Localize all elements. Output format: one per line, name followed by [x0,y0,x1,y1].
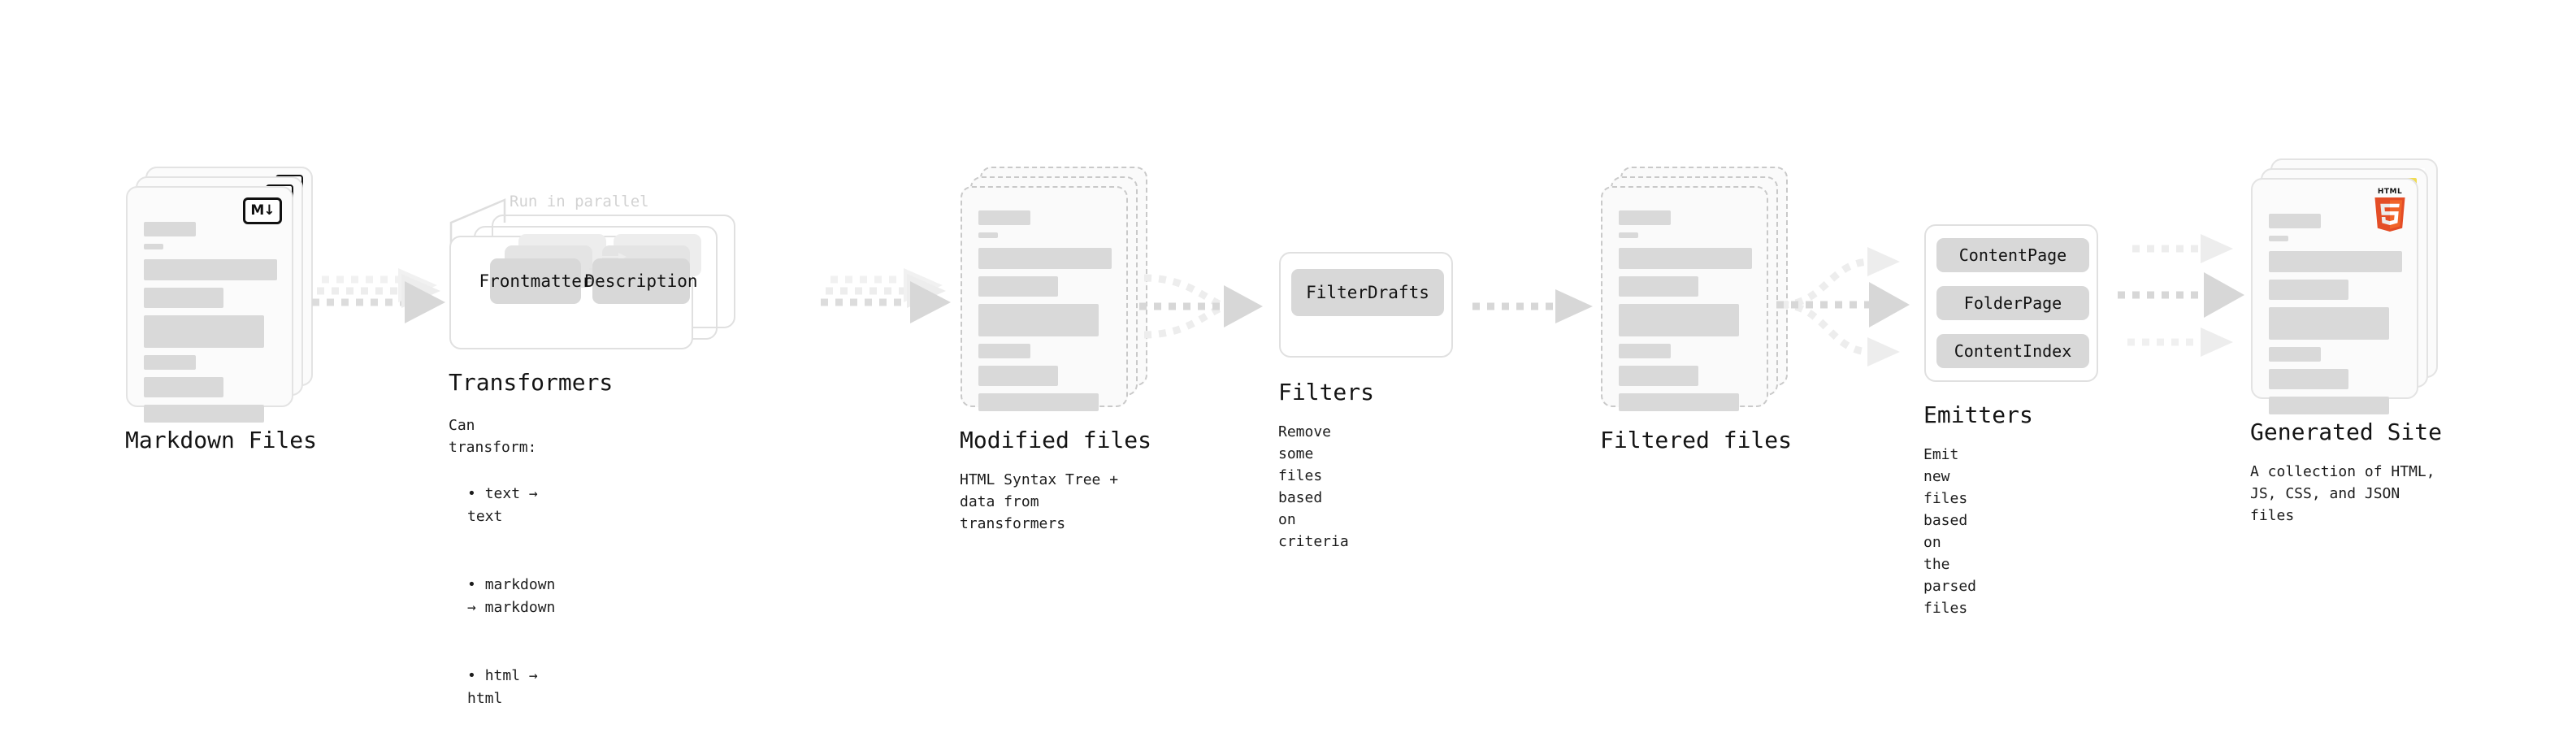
diagram-canvas: M↓ M↓ M↓ Markdown Files [125,158,2442,707]
transformer-chip-description[interactable]: Description [584,258,698,304]
stage-title-markdown-files: Markdown Files [125,427,318,453]
stage-title-emitters: Emitters [1923,401,2033,428]
content-bar [144,315,264,348]
content-bar [1619,304,1739,336]
modified-file-card-front [961,186,1128,411]
run-in-parallel-bracket [449,198,506,245]
content-bar [144,244,163,249]
content-bar [978,366,1058,386]
stage-modified-files: Modified files HTML Syntax Tree + data f… [960,167,1151,532]
content-bar [144,377,223,397]
stage-filtered-files: Filtered files [1600,167,1792,453]
content-bar [978,248,1112,269]
file-content-placeholder [1619,210,1754,419]
run-in-parallel-label: Run in parallel [510,193,649,210]
html5-wordmark: HTML [2377,188,2403,196]
transformer-bullet-item: • markdown → markdown [467,551,555,619]
stage-markdown-files: M↓ M↓ M↓ Markdown Files [125,167,317,453]
content-bar [1619,393,1739,411]
content-bar [2269,251,2402,272]
content-bar [978,344,1030,358]
content-bar [144,259,277,280]
content-bar [144,405,264,423]
stage-generated-site: CSS HTML [2250,158,2442,524]
content-bar [2269,347,2321,362]
content-bar [978,393,1099,411]
markdown-file-card-front: M↓ [126,186,293,423]
markdown-icon: M↓ [243,197,282,224]
content-bar [2269,307,2389,340]
stage-caption-emitters: Emit new files based on the parsed files [1923,446,1977,617]
content-bar [1619,232,1638,238]
transformer-bullet-item: • text → text [467,460,555,528]
generated-site-card-html: HTML [2251,178,2418,414]
connector-filters-to-filtered [1469,289,1599,338]
bullet-dot: • [467,667,485,684]
content-bar [1619,366,1698,386]
stage-title-modified-files: Modified files [960,427,1152,453]
file-content-placeholder [2269,214,2404,422]
html5-icon: HTML [2371,188,2409,233]
stage-title-generated-site: Generated Site [2250,419,2443,445]
connector-transformers-to-modified [821,268,959,358]
generated-site-stack: CSS HTML [2251,158,2438,414]
content-bar [2269,214,2321,228]
stage-caption-transformers: Can transform: [449,417,537,456]
content-bar [2269,369,2348,389]
content-bar [2269,280,2348,300]
content-bar [1619,276,1698,297]
bullet-dot: • [467,576,485,593]
stage-caption-generated-site: A collection of HTML, JS, CSS, and JSON … [2250,463,2435,524]
transformer-chip-frontmatter[interactable]: Frontmatter [479,258,592,304]
connector-modified-to-filters [1136,260,1282,366]
content-bar [1619,210,1671,225]
connector-md-to-transformers [312,268,455,358]
modified-file-stack [961,167,1147,411]
content-bar [2269,236,2288,241]
content-bar [1619,344,1671,358]
emitter-chip-contentindex[interactable]: ContentIndex [1936,334,2089,368]
bullet-label: markdown → markdown [467,576,556,616]
content-bar [978,276,1058,297]
bullet-label: text → text [467,485,538,525]
stage-title-filtered-files: Filtered files [1600,427,1793,453]
filtered-file-stack [1601,167,1788,411]
emitter-chip-folderpage[interactable]: FolderPage [1936,286,2089,320]
emitters-group: ContentPage FolderPage ContentIndex [1924,224,2098,382]
file-content-placeholder [978,210,1113,419]
transformer-bullet-item: • html → html [467,642,555,710]
content-bar [144,355,196,370]
transformer-bullet-list: • text → text • markdown → markdown • ht… [467,437,555,733]
content-bar [978,304,1099,336]
connector-emitters-to-site [2113,234,2259,372]
content-bar [144,288,223,308]
content-bar [144,222,196,236]
stage-caption-filters: Remove some files based on criteria [1278,423,1349,550]
connector-filtered-to-emitters [1776,244,1923,382]
stage-title-transformers: Transformers [449,369,614,396]
html5-shield-icon [2374,197,2405,232]
bullet-dot: • [467,485,485,502]
file-content-placeholder [144,222,279,430]
content-bar [978,210,1030,225]
stage-title-filters: Filters [1278,379,1375,406]
emitter-chip-contentpage[interactable]: ContentPage [1936,238,2089,272]
content-bar [978,232,998,238]
content-bar [2269,397,2389,414]
markdown-file-stack: M↓ M↓ M↓ [126,167,313,423]
content-bar [1619,248,1752,269]
filtered-file-card-front [1601,186,1768,411]
filters-group: FilterDrafts [1279,252,1453,358]
filter-chip-filterdrafts[interactable]: FilterDrafts [1291,269,1444,316]
stage-caption-modified-files: HTML Syntax Tree + data from transformer… [960,471,1119,532]
